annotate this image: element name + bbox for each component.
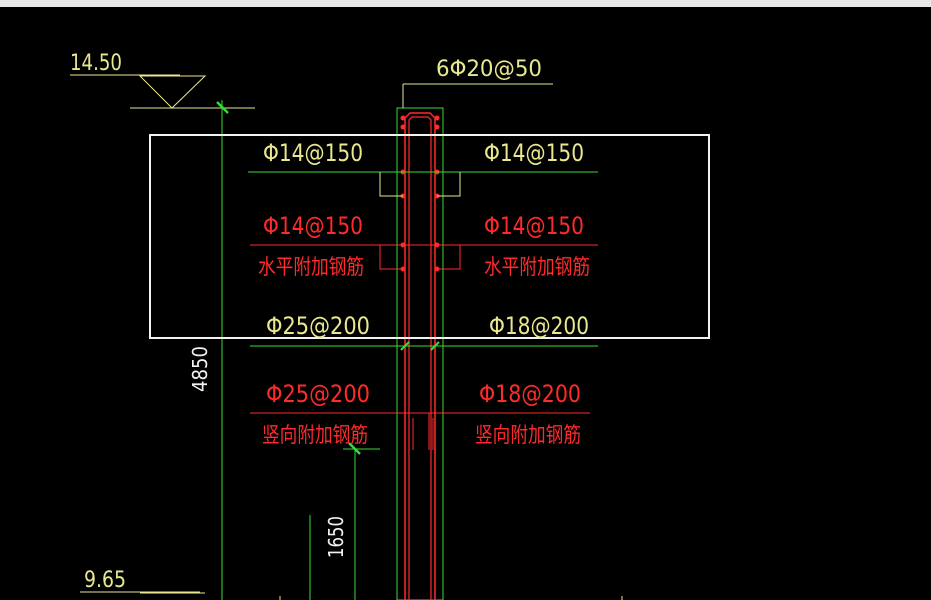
horizontal-additional-bars: Φ14@150 Φ14@150 水平附加钢筋 水平附加钢筋 [250,212,598,279]
elevation-marker-bottom: 9.65 [80,568,205,594]
label-mid-left: Φ14@150 [263,212,363,240]
dimension-label-total: 4850 [188,346,212,392]
dimension-line-total: 4850 [188,100,229,600]
vertical-additional-bars: Φ25@200 Φ18@200 竖向附加钢筋 竖向附加钢筋 [250,380,590,450]
vertical-bars-bottom: Φ25@200 Φ18@200 [250,312,598,351]
elevation-label-bottom: 9.65 [84,568,126,593]
column-rebars [400,112,440,600]
label-vertical-right-text: 竖向附加钢筋 [475,423,581,447]
base-line-fragments [279,515,623,600]
window-top-bar [0,0,931,7]
elevation-marker-top: 14.50 [70,51,255,109]
label-horizontal-left: 水平附加钢筋 [258,255,364,279]
dimension-line-lower: 1650 [324,442,380,600]
column-outline: 6Φ20@50 [396,57,553,600]
label-vertical-left-text: 竖向附加钢筋 [262,423,368,447]
stirrup-label: 6Φ20@50 [436,57,542,82]
label-top-right: Φ14@150 [484,139,584,167]
label-mid-right: Φ14@150 [484,212,584,240]
elevation-label-top: 14.50 [70,51,122,76]
label-top-left: Φ14@150 [263,139,363,167]
wall-section-outline [149,134,710,339]
label-vertical-left: Φ25@200 [266,380,370,408]
label-bottom-left-white: Φ25@200 [266,312,370,340]
label-bottom-right-white: Φ18@200 [489,312,589,340]
label-vertical-right: Φ18@200 [479,380,581,408]
horizontal-bars-top: Φ14@150 Φ14@150 [248,139,598,197]
label-horizontal-right: 水平附加钢筋 [484,255,590,279]
dimension-label-lower: 1650 [324,516,348,558]
